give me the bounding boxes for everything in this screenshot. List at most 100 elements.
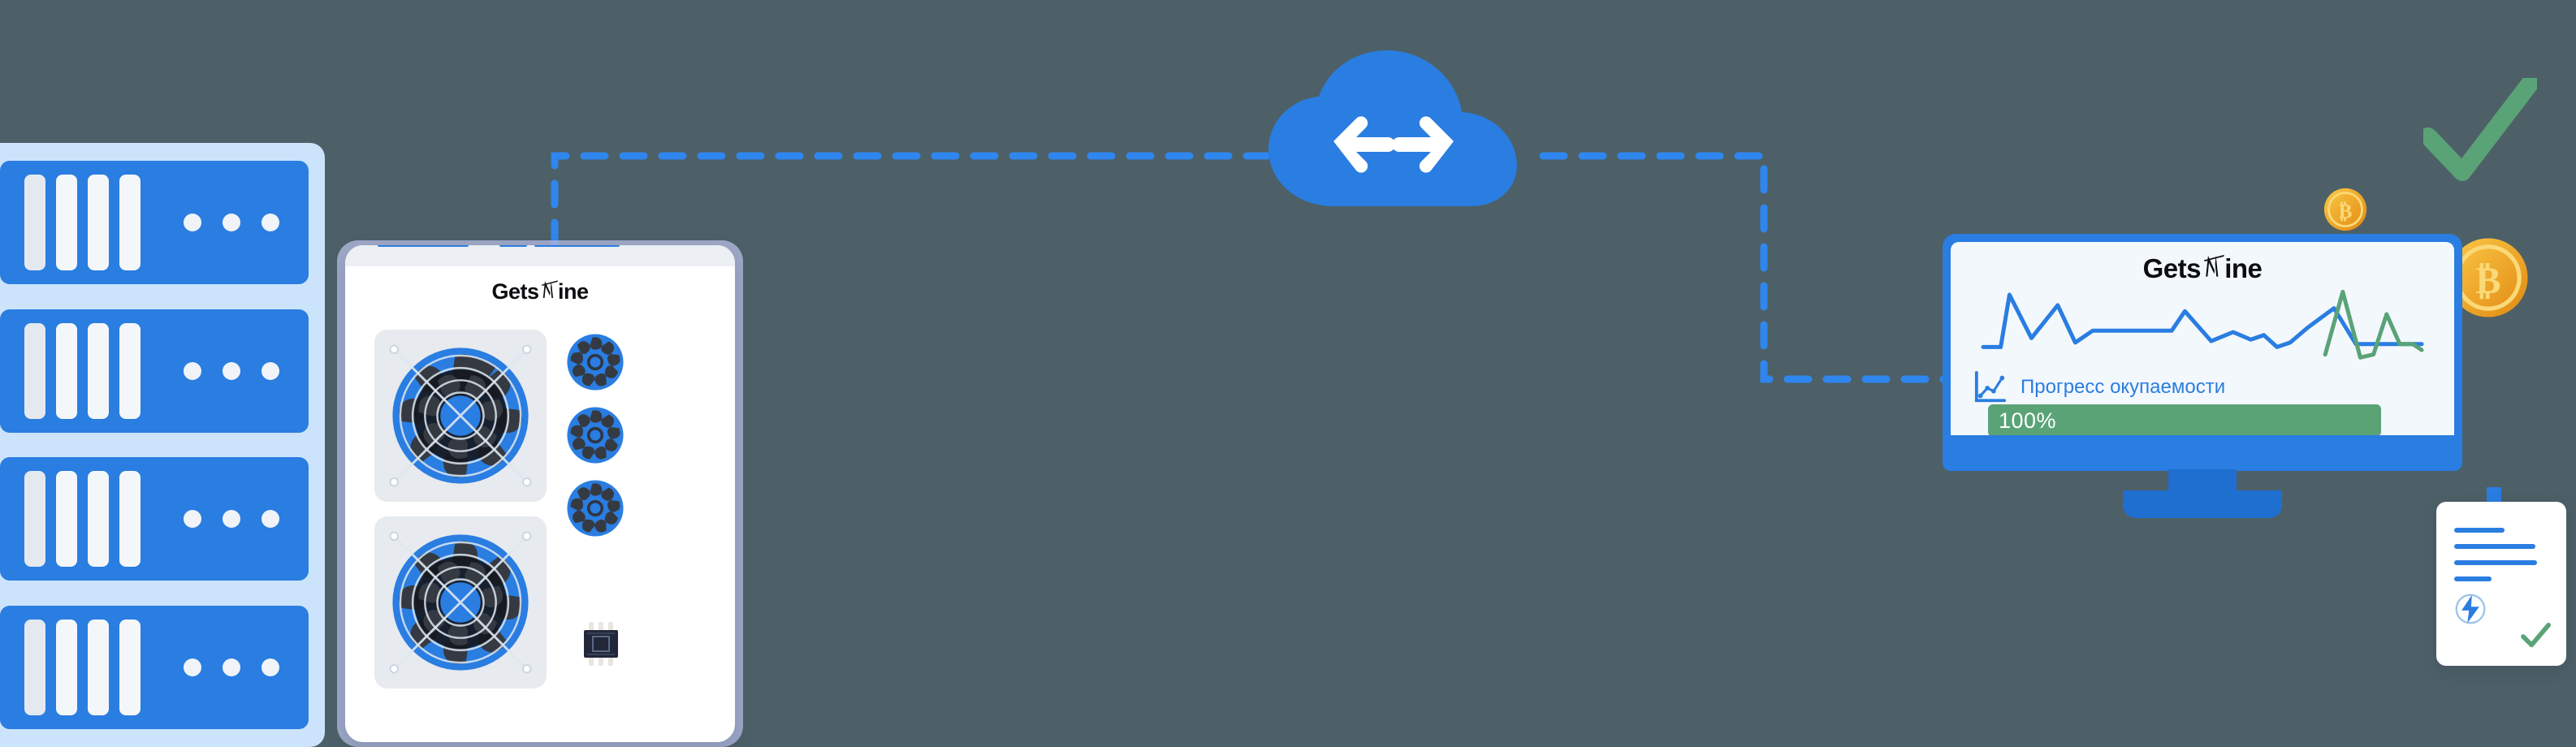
rack-bar	[88, 322, 109, 419]
rack-status-dot	[223, 214, 240, 231]
small-fan-icon	[567, 407, 624, 464]
server-rack-unit	[0, 605, 309, 729]
document-text-line	[2454, 528, 2505, 533]
chip-icon	[584, 622, 618, 666]
logo-text-prefix: Gets	[491, 279, 539, 304]
rack-bars	[24, 175, 140, 270]
rack-bar	[56, 175, 77, 270]
rack-status-dot	[184, 510, 201, 529]
small-fan-icon	[567, 480, 624, 537]
power-connector-left	[378, 245, 469, 247]
rack-bar	[119, 471, 140, 568]
mining-rig-topbar	[345, 245, 735, 266]
rack-bar	[56, 322, 77, 419]
rack-status-dot	[184, 361, 201, 380]
chart-line-primary	[1981, 292, 2424, 349]
server-rack-unit	[0, 309, 309, 433]
rack-status-dots	[184, 361, 279, 380]
arrow-left-icon	[1333, 116, 1395, 173]
document-text-line	[2454, 576, 2492, 581]
rack-bars	[24, 619, 140, 715]
progress-value: 100%	[1999, 408, 2057, 433]
bitcoin-coin-icon: ₿	[2323, 188, 2367, 231]
invoice-document	[2436, 502, 2566, 666]
payback-line-chart	[1981, 289, 2424, 360]
large-fan-icon	[389, 531, 532, 674]
lightning-bolt-icon	[2455, 594, 2486, 624]
document-text-line	[2454, 560, 2537, 565]
rack-status-dot	[223, 658, 240, 676]
rack-bar	[119, 175, 140, 270]
arrow-right-icon	[1392, 116, 1454, 173]
line-chart-axis-icon	[1974, 370, 2007, 403]
power-connector-right	[534, 245, 620, 247]
rack-bar	[24, 619, 45, 715]
legend-label: Прогресс окупаемости	[2021, 376, 2226, 398]
server-rack-unit	[0, 457, 309, 581]
cloud-sync[interactable]	[1256, 47, 1532, 230]
document-text-line	[2454, 544, 2535, 549]
dashboard-logo: Gets ine	[1951, 253, 2454, 284]
monitor-screen: Gets ine	[1951, 242, 2454, 435]
rack-status-dots	[184, 658, 279, 676]
check-icon	[2419, 74, 2539, 181]
power-connector-middle	[499, 245, 527, 247]
check-icon-wrap	[2521, 622, 2552, 654]
connection-path-rig-to-cloud	[551, 152, 1271, 248]
rack-status-dot	[261, 214, 279, 231]
rack-bar	[24, 322, 45, 419]
large-fan-icon	[389, 344, 532, 487]
bitcoin-coin-small-top: ₿	[2323, 187, 2368, 236]
mining-rig-body: Gets ine	[345, 245, 735, 742]
rack-bars	[24, 471, 140, 568]
monitor-neck	[2168, 469, 2237, 510]
mining-rig-logo: Gets ine	[345, 279, 735, 304]
rack-bar	[24, 175, 45, 270]
chart-line-spike	[2323, 289, 2424, 360]
logo-m-mark	[542, 280, 558, 298]
rack-status-dots	[184, 510, 279, 529]
success-check-icon	[2419, 74, 2539, 188]
monitor: Gets ine	[1943, 234, 2462, 518]
chart-legend: Прогресс окупаемости	[1973, 370, 2225, 404]
mining-rig: Gets ine	[337, 240, 743, 747]
rack-status-dot	[223, 510, 240, 529]
rack-bar	[88, 175, 109, 270]
rack-status-dot	[261, 361, 279, 380]
large-fan-plate	[374, 330, 547, 502]
large-fan-group	[374, 330, 547, 689]
document-tab	[2487, 487, 2501, 505]
lightning-bolt-icon-wrap	[2454, 593, 2487, 629]
rack-bar	[119, 322, 140, 419]
small-fan-icon	[567, 334, 624, 391]
rack-bars	[24, 322, 140, 419]
rack-bar	[56, 471, 77, 568]
small-fan-group	[566, 333, 625, 538]
rack-status-dot	[261, 510, 279, 529]
server-rack-unit	[0, 161, 309, 284]
rack-bar	[119, 619, 140, 715]
bitcoin-symbol: ₿	[2339, 201, 2353, 222]
logo-text-prefix: Gets	[2142, 253, 2202, 283]
chip-icon-wrap	[581, 622, 621, 670]
logo-m-mark	[2204, 254, 2224, 277]
rack-status-dots	[184, 214, 279, 231]
logo-text-suffix: ine	[2224, 253, 2263, 283]
server-rack	[0, 143, 325, 747]
logo-text-suffix: ine	[558, 279, 589, 304]
cloud-icon	[1269, 50, 1517, 206]
large-fan-plate	[374, 516, 547, 689]
rack-status-dot	[184, 658, 201, 676]
connection-path-cloud-to-monitor	[1539, 152, 1969, 383]
rack-bar	[24, 471, 45, 568]
rack-status-dot	[223, 361, 240, 380]
monitor-chin	[1943, 435, 2462, 471]
rack-status-dot	[261, 658, 279, 676]
payback-progress-bar: 100%	[1988, 404, 2381, 435]
check-icon	[2521, 622, 2551, 648]
bitcoin-symbol: ₿	[2475, 260, 2500, 302]
rack-bar	[56, 619, 77, 715]
rack-status-dot	[184, 214, 201, 231]
